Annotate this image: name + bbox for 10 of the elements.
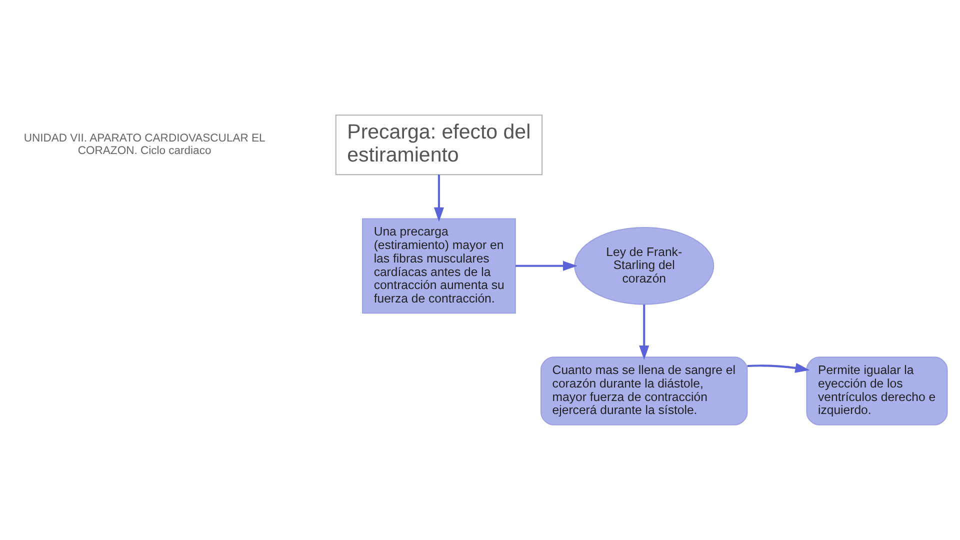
- node-box: Permite igualar la eyección de los ventrículos derecho e izquierdo.: [806, 356, 948, 426]
- arrow: [639, 304, 650, 360]
- node-box: Precarga: efecto del estiramiento: [335, 114, 543, 176]
- label: UNIDAD VII. APARATO CARDIOVASCULAR EL CORAZON. Ciclo cardiaco: [24, 132, 266, 157]
- node-box: Una precarga (estiramiento) mayor en las fibras musculares cardíacas antes de la contracción aumenta su fuerza de contracción.: [362, 218, 516, 314]
- arrow: [434, 174, 444, 222]
- node-box: Cuanto mas se llena de sangre el corazón durante la diástole, mayor fuerza de contracción ejercerá durante la sístole.: [540, 356, 748, 426]
- arrow: [516, 260, 578, 271]
- arrow: [747, 362, 810, 373]
- node-ellipse: Ley de Frank-Starling del corazón: [574, 226, 714, 305]
